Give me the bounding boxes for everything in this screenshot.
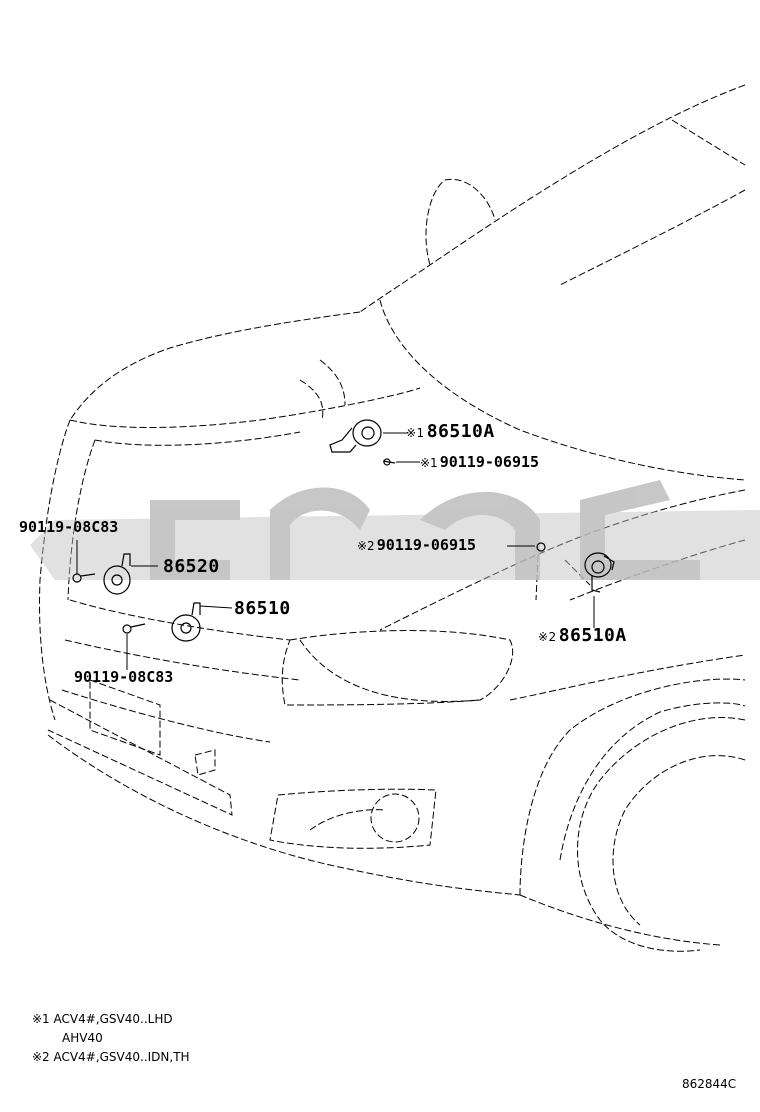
callout-bolt-left-bottom[interactable]: 90119-08C83 bbox=[74, 670, 173, 685]
callout-mark: ※2 bbox=[357, 539, 375, 553]
part-number: 86520 bbox=[163, 556, 220, 577]
note-3: ※2 ACV4#,GSV40..IDN,TH bbox=[32, 1050, 190, 1064]
note-mark: ※1 bbox=[32, 1012, 50, 1026]
part-number: 86510A bbox=[558, 625, 627, 646]
note-2: AHV40 bbox=[62, 1031, 103, 1045]
callout-bolt-left-top[interactable]: 90119-08C83 bbox=[19, 520, 118, 535]
callout-mark: ※1 bbox=[420, 456, 438, 470]
note-mark: ※2 bbox=[32, 1050, 50, 1064]
callout-mark: ※1 bbox=[406, 426, 425, 440]
note-text: ACV4#,GSV40..IDN,TH bbox=[53, 1050, 190, 1064]
callout-horn-left-low[interactable]: 86510 bbox=[234, 600, 291, 618]
figure-reference: 862844C bbox=[682, 1077, 737, 1091]
part-number: 86510 bbox=[234, 598, 291, 619]
callout-mark: ※2 bbox=[538, 630, 557, 644]
part-number: 90119-06915 bbox=[439, 453, 540, 471]
part-number: 90119-08C83 bbox=[19, 518, 119, 536]
watermark-logo bbox=[30, 480, 760, 580]
callout-horn-left-high[interactable]: 86520 bbox=[163, 558, 220, 576]
car-body-outline bbox=[39, 84, 746, 952]
note-1: ※1 ACV4#,GSV40..LHD bbox=[32, 1012, 173, 1026]
part-number: 90119-06915 bbox=[376, 536, 477, 554]
horn-left-drawings bbox=[72, 553, 201, 642]
note-text: ACV4#,GSV40..LHD bbox=[53, 1012, 173, 1026]
horn-upper-drawing bbox=[329, 419, 396, 466]
note-text: AHV40 bbox=[62, 1031, 103, 1045]
part-number: 90119-08C83 bbox=[74, 668, 174, 686]
leader-lines bbox=[76, 432, 595, 670]
horn-right-drawing bbox=[536, 542, 615, 593]
part-number: 86510A bbox=[426, 421, 495, 442]
